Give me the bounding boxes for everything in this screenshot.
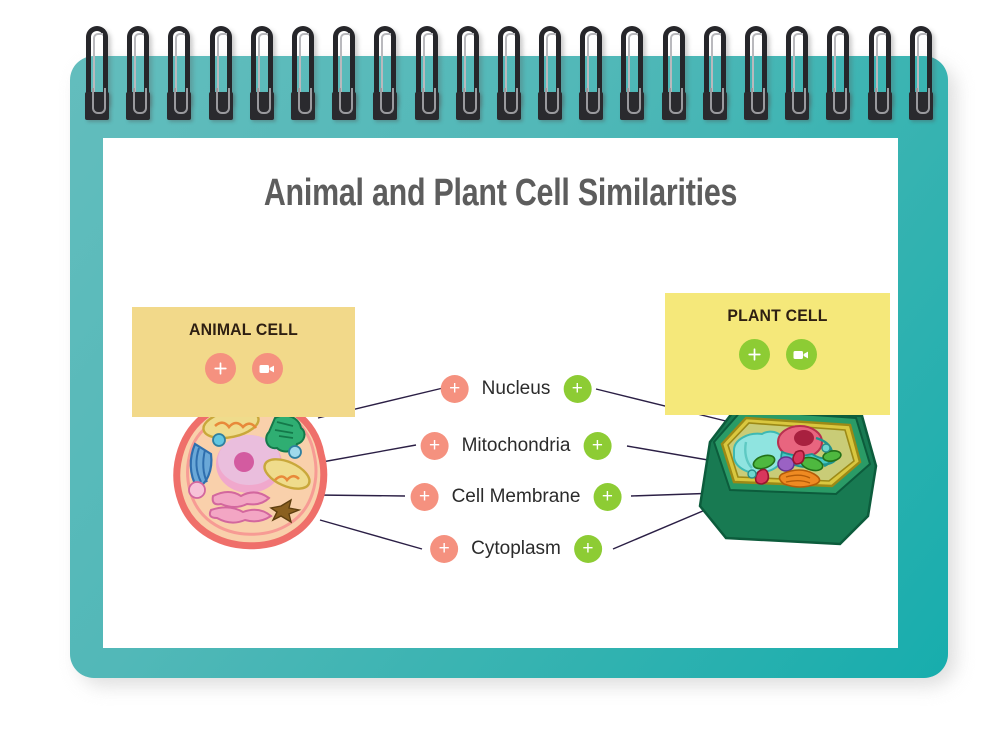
plus-icon <box>747 348 761 361</box>
plant-cell-card: PLANT CELL <box>665 293 890 415</box>
animal-feature-add-button[interactable]: + <box>410 483 439 511</box>
video-camera-icon <box>259 364 274 373</box>
feature-row: + Cell Membrane + <box>410 483 622 511</box>
video-camera-icon <box>793 350 808 359</box>
animal-add-button[interactable] <box>204 353 236 384</box>
animal-feature-add-button[interactable]: + <box>420 432 449 460</box>
plus-icon: + <box>601 485 613 507</box>
plant-video-button[interactable] <box>785 339 817 370</box>
plus-icon: + <box>429 434 441 456</box>
plant-cell-illustration <box>690 398 880 550</box>
feature-label: Nucleus <box>481 378 551 399</box>
animal-cell-illustration <box>157 392 342 572</box>
plus-icon: + <box>449 377 461 399</box>
plus-icon <box>213 362 227 375</box>
feature-label: Cell Membrane <box>451 486 581 507</box>
plant-feature-add-button[interactable]: + <box>593 483 622 511</box>
plus-icon: + <box>582 537 594 559</box>
feature-row: + Cytoplasm + <box>430 535 602 563</box>
plant-feature-add-button[interactable]: + <box>563 375 592 403</box>
plant-cell-card-title: PLANT CELL <box>727 306 828 325</box>
plus-icon: + <box>438 537 450 559</box>
plus-icon: + <box>419 485 431 507</box>
feature-row: + Mitochondria + <box>420 432 612 460</box>
plant-add-button[interactable] <box>738 339 770 370</box>
plus-icon: + <box>571 377 583 399</box>
page-title: Animal and Plant Cell Similarities <box>263 172 738 214</box>
plant-feature-add-button[interactable]: + <box>573 535 602 563</box>
animal-feature-add-button[interactable]: + <box>430 535 459 563</box>
animal-cell-card-title: ANIMAL CELL <box>189 320 298 339</box>
plant-feature-add-button[interactable]: + <box>583 432 612 460</box>
plant-cell-card-buttons <box>665 339 890 370</box>
feature-label: Mitochondria <box>461 435 571 456</box>
feature-row: + Nucleus + <box>440 375 592 403</box>
animal-cell-card-buttons <box>132 353 355 384</box>
animal-video-button[interactable] <box>251 353 283 384</box>
feature-label: Cytoplasm <box>471 538 561 559</box>
animal-cell-card: ANIMAL CELL <box>132 307 355 417</box>
plus-icon: + <box>591 434 603 456</box>
animal-feature-add-button[interactable]: + <box>440 375 469 403</box>
